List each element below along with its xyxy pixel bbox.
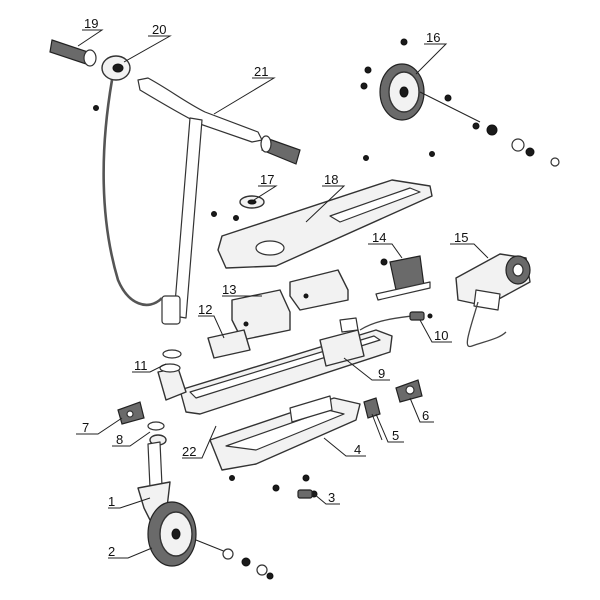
callout-13: 13 [222,282,236,297]
headset-bearing [147,421,167,446]
rear-brake-bracket [395,379,423,403]
head-tube [157,349,187,401]
main-frame [179,317,393,415]
callout-6: 6 [422,408,429,423]
leader-lines [76,29,489,559]
callout-4: 4 [354,442,361,457]
controller-box [207,329,251,359]
callout-20: 20 [152,22,166,37]
rear-wheel-assembly [360,38,560,167]
throttle-lever [101,55,131,81]
front-wheel [147,501,274,580]
callout-3: 3 [328,490,335,505]
callout-19: 19 [84,16,98,31]
callout-7: 7 [82,420,89,435]
callout-8: 8 [116,432,123,447]
drive-motor [455,253,531,311]
throttle-cable [102,79,163,307]
callout-11: 11 [134,358,148,373]
callout-21: 21 [254,64,268,79]
callout-14: 14 [372,230,386,245]
battery-tray [209,395,361,471]
callout-22: 22 [182,444,196,459]
callout-labels: 1 2 3 4 5 6 7 8 9 10 11 12 13 14 15 16 1… [82,16,468,559]
callout-12: 12 [198,302,212,317]
motor-cable [466,301,507,348]
callout-18: 18 [324,172,338,187]
deck-screws [93,105,435,221]
callout-9: 9 [378,366,385,381]
motor-mount-bracket [375,255,431,301]
deck-cover-clip [239,195,265,209]
callout-16: 16 [426,30,440,45]
callout-5: 5 [392,428,399,443]
callout-1: 1 [108,494,115,509]
mounting-bolts [229,474,318,499]
handle-grip-right [260,135,301,165]
callout-15: 15 [454,230,468,245]
callout-10: 10 [434,328,448,343]
frame-wire [359,315,413,331]
callout-17: 17 [260,172,274,187]
kickstand [363,397,383,441]
handlebar-assembly [137,77,263,325]
battery-pack [231,269,349,341]
deck-top-plate [217,179,433,269]
wire-connector [409,311,433,321]
handle-grip-left [49,39,97,67]
front-bracket [117,401,145,425]
callout-2: 2 [108,544,115,559]
